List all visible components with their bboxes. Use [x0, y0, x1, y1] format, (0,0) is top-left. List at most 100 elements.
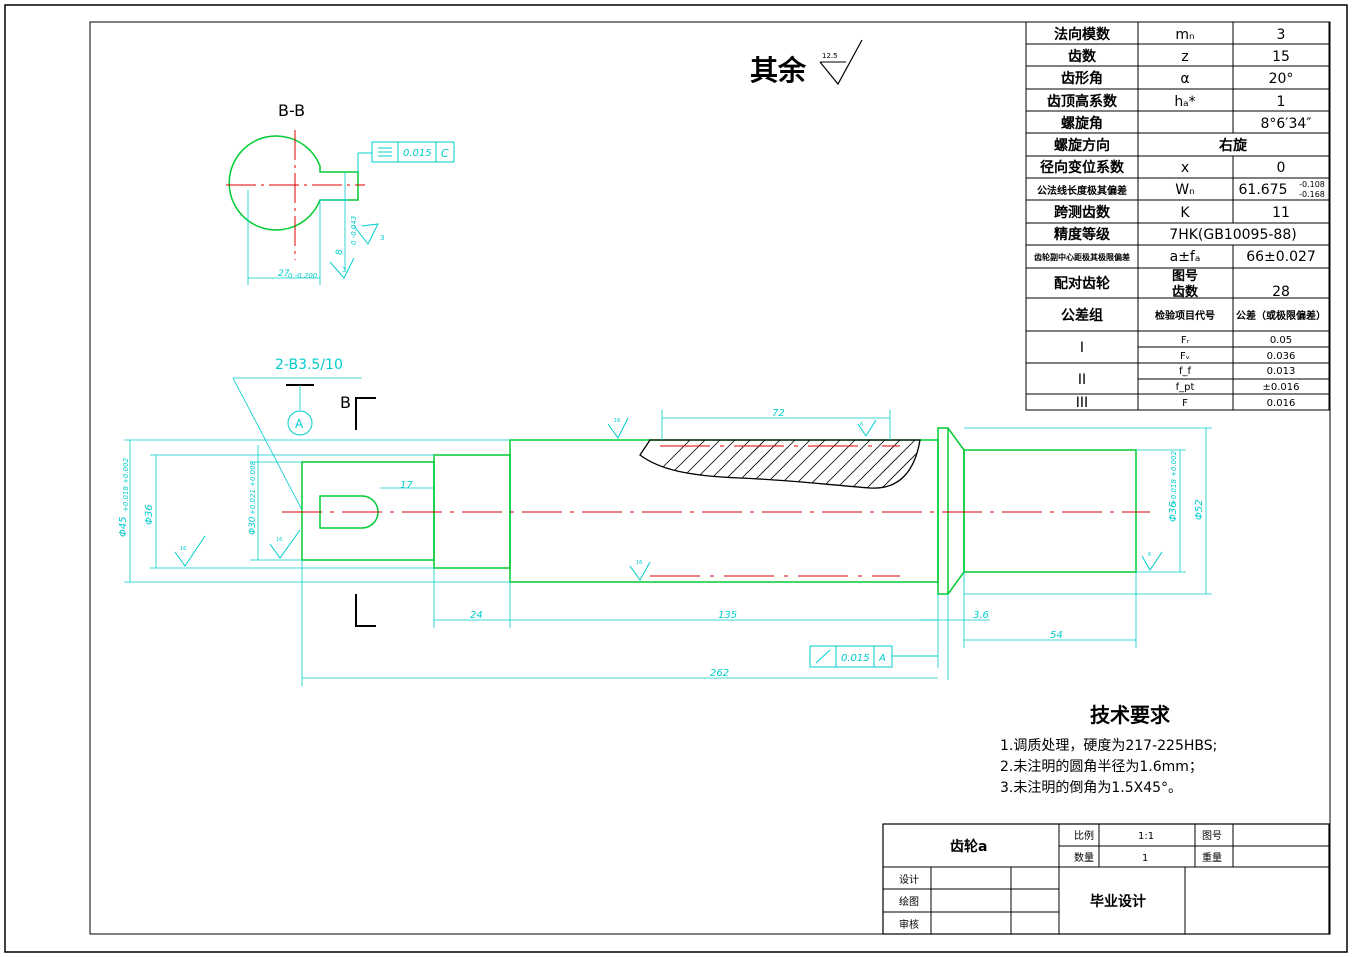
svg-text:0.013: 0.013: [1267, 366, 1296, 377]
svg-text:a±fₐ: a±fₐ: [1170, 249, 1201, 265]
svg-text:135: 135: [718, 610, 737, 621]
svg-text:+0.018 +0.002: +0.018 +0.002: [122, 457, 130, 512]
svg-text:重量: 重量: [1202, 851, 1222, 864]
svg-text:A: A: [295, 417, 304, 431]
svg-text:K: K: [1180, 205, 1190, 221]
svg-text:I: I: [1080, 340, 1084, 356]
svg-text:16: 16: [636, 560, 642, 566]
svg-text:齿顶高系数: 齿顶高系数: [1047, 93, 1118, 110]
svg-text:66±0.027: 66±0.027: [1246, 249, 1316, 265]
svg-text:A: A: [878, 653, 886, 664]
svg-text:0.015: 0.015: [841, 653, 870, 664]
svg-text:齿轮副中心距极其极限偏差: 齿轮副中心距极其极限偏差: [1034, 252, 1130, 262]
svg-text:检验项目代号: 检验项目代号: [1155, 309, 1215, 322]
svg-text:16: 16: [614, 418, 620, 424]
hatched-section: [639, 439, 921, 489]
svg-text:Φ36: Φ36: [144, 504, 155, 525]
svg-text:2-B3.5/10: 2-B3.5/10: [275, 357, 343, 373]
svg-text:8°6′34″: 8°6′34″: [1260, 116, 1311, 132]
svg-text:Φ52: Φ52: [1194, 499, 1205, 520]
svg-text:mₙ: mₙ: [1175, 27, 1194, 43]
svg-text:螺旋方向: 螺旋方向: [1054, 137, 1110, 154]
svg-text:17: 17: [400, 480, 413, 491]
svg-text:hₐ*: hₐ*: [1174, 94, 1195, 110]
svg-text:齿形角: 齿形角: [1061, 70, 1103, 87]
title-block: 齿轮a 比例 1:1 图号 数量 1 重量 设计 绘图 审核 毕业设计: [882, 823, 1330, 935]
svg-text:III: III: [1076, 395, 1088, 411]
svg-text:7HK(GB10095-88): 7HK(GB10095-88): [1169, 227, 1296, 243]
shaft-main-view: 2-B3.5/10 A B: [118, 357, 1212, 686]
svg-text:径向变位系数: 径向变位系数: [1040, 159, 1125, 176]
svg-text:配对齿轮: 配对齿轮: [1054, 275, 1110, 292]
runout-tolerance-frame: 0.015 A: [809, 645, 938, 668]
svg-text:1.调质处理，硬度为217-225HBS;: 1.调质处理，硬度为217-225HBS;: [1000, 738, 1217, 754]
svg-text:z: z: [1181, 49, 1188, 65]
svg-text:Wₙ: Wₙ: [1175, 182, 1194, 198]
svg-text:72: 72: [772, 408, 785, 419]
svg-text:262: 262: [710, 668, 729, 679]
svg-text:0.05: 0.05: [1270, 335, 1292, 346]
svg-text:f_f: f_f: [1179, 366, 1192, 377]
svg-text:图号: 图号: [1172, 269, 1198, 284]
svg-text:12.5: 12.5: [822, 52, 838, 60]
svg-text:11: 11: [1272, 205, 1290, 221]
svg-text:C: C: [441, 147, 449, 160]
inner-frame: [89, 21, 1331, 935]
svg-text:+0.018 +0.002: +0.018 +0.002: [1170, 450, 1178, 505]
svg-text:0.036: 0.036: [1267, 351, 1296, 362]
svg-text:右旋: 右旋: [1218, 137, 1248, 154]
svg-text:法向模数: 法向模数: [1054, 26, 1111, 43]
svg-text:f_pt: f_pt: [1176, 382, 1195, 393]
svg-text:α: α: [1180, 71, 1189, 87]
svg-text:B: B: [340, 393, 351, 412]
svg-text:设计: 设计: [899, 873, 919, 886]
svg-text:Fᵣ: Fᵣ: [1181, 335, 1190, 346]
svg-text:24: 24: [470, 610, 483, 621]
svg-text:毕业设计: 毕业设计: [1090, 893, 1146, 910]
svg-text:3: 3: [1277, 27, 1286, 43]
svg-text:28: 28: [1272, 284, 1290, 300]
svg-text:6: 6: [860, 422, 863, 428]
svg-text:2.未注明的圆角半径为1.6mm；: 2.未注明的圆角半径为1.6mm；: [1000, 759, 1203, 775]
svg-text:审核: 审核: [899, 918, 919, 931]
svg-text:Φ45: Φ45: [118, 516, 129, 537]
svg-text:0: 0: [1277, 160, 1286, 176]
svg-text:公差组: 公差组: [1061, 307, 1103, 324]
surface-roughness-note: 其余 12.5: [750, 39, 863, 87]
svg-text:+0.021 +0.008: +0.021 +0.008: [249, 460, 257, 515]
gear-parameter-table: 法向模数 齿数 齿形角 齿顶高系数 螺旋角 螺旋方向 径向变位系数 公法线长度极…: [1025, 21, 1330, 411]
svg-text:齿数: 齿数: [1172, 284, 1199, 300]
svg-text:-0.168: -0.168: [1299, 190, 1325, 199]
svg-text:3: 3: [380, 234, 384, 242]
svg-text:0.015: 0.015: [403, 148, 432, 159]
svg-text:精度等级: 精度等级: [1054, 226, 1111, 243]
svg-text:跨测齿数: 跨测齿数: [1054, 204, 1111, 221]
svg-text:螺旋角: 螺旋角: [1061, 115, 1103, 132]
svg-text:3.6: 3.6: [973, 610, 989, 621]
svg-text:27: 27: [278, 269, 290, 279]
svg-text:II: II: [1078, 372, 1086, 388]
technical-requirements: 技术要求 1.调质处理，硬度为217-225HBS; 2.未注明的圆角半径为1.…: [1000, 703, 1217, 796]
section-b-b: B-B 0.015 C 8 0 -0.043 27 0 -0.200 3 3: [226, 101, 455, 285]
svg-text:Φ30: Φ30: [248, 516, 258, 535]
svg-text:1: 1: [1277, 94, 1286, 110]
svg-text:其余: 其余: [750, 54, 807, 87]
svg-text:齿数: 齿数: [1068, 48, 1097, 65]
svg-text:F: F: [1182, 398, 1188, 409]
svg-text:齿轮a: 齿轮a: [950, 838, 987, 855]
svg-text:公法线长度极其偏差: 公法线长度极其偏差: [1037, 184, 1127, 197]
svg-text:±0.016: ±0.016: [1262, 382, 1299, 393]
svg-text:6: 6: [1148, 552, 1151, 558]
svg-text:B-B: B-B: [278, 101, 305, 120]
svg-text:20°: 20°: [1269, 71, 1294, 87]
svg-text:Fᵥ: Fᵥ: [1180, 351, 1190, 362]
svg-text:0 -0.200: 0 -0.200: [288, 272, 318, 280]
svg-text:1:1: 1:1: [1138, 831, 1154, 842]
svg-text:-0.108: -0.108: [1299, 180, 1325, 189]
svg-text:Φ36: Φ36: [1168, 501, 1179, 522]
svg-text:8: 8: [335, 249, 345, 255]
svg-text:x: x: [1181, 160, 1189, 176]
svg-text:比例: 比例: [1074, 829, 1094, 842]
svg-text:1: 1: [1142, 853, 1148, 864]
outer-frame: [4, 4, 1348, 953]
